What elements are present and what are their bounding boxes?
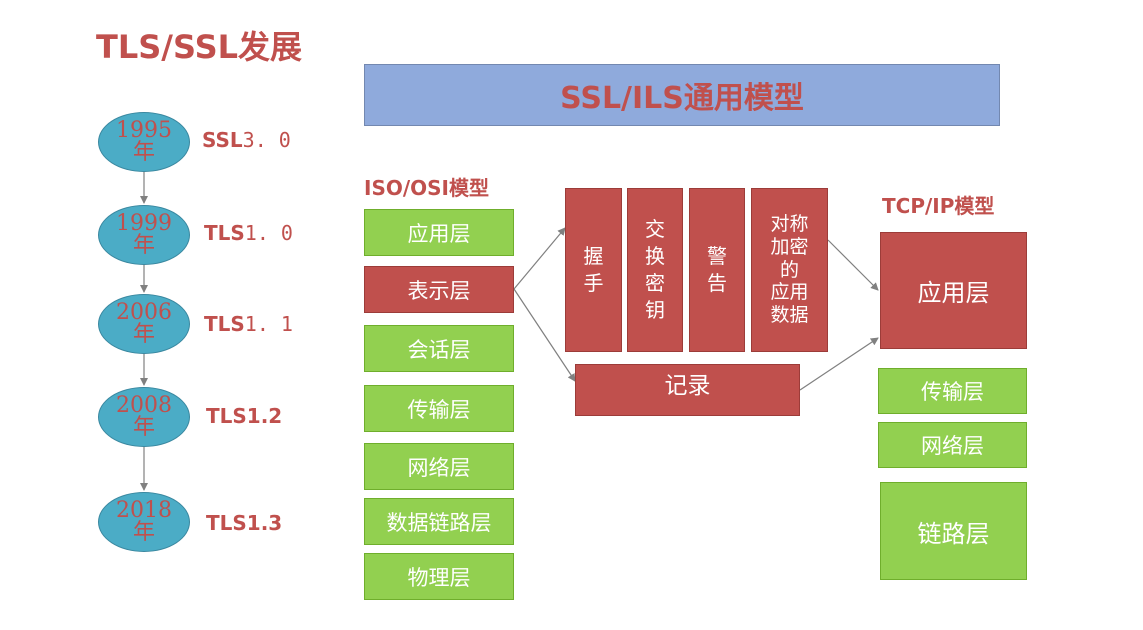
node-unit: 年 (132, 233, 155, 258)
protocol-line: 的 (779, 258, 799, 281)
record-text: 记录 (664, 373, 711, 399)
protocol-line: 应用 (770, 281, 809, 304)
tcpip-layer-link: 链路层 (880, 482, 1027, 580)
version-number: 1. 1 (244, 312, 293, 336)
timeline-node: 1999 年 (98, 205, 190, 265)
osi-layer-application: 应用层 (364, 209, 514, 256)
tcpip-model-label: TCP/IP模型 (882, 194, 995, 218)
osi-model-label: ISO/OSI模型 (364, 176, 489, 200)
protocol-char: 钥 (645, 298, 665, 322)
protocol-char: 警 (707, 244, 727, 268)
protocol-char: 告 (707, 271, 727, 295)
version-label: TLS1.2 (206, 404, 282, 428)
version-prefix: TLS (204, 221, 245, 245)
protocol-line: 加密 (770, 235, 809, 258)
ssl-protocol-alert: 警 告 (689, 188, 745, 352)
osi-layer-physical: 物理层 (364, 553, 514, 600)
osi-layer-transport: 传输层 (364, 385, 514, 432)
page-title: TLS/SSL发展 (96, 28, 303, 66)
tcpip-layer-network: 网络层 (878, 422, 1027, 468)
osi-layer-network: 网络层 (364, 443, 514, 490)
node-unit: 年 (132, 140, 155, 165)
protocol-char: 握 (583, 244, 604, 268)
node-year: 2018 (116, 497, 172, 523)
protocol-line: 对称 (770, 213, 809, 235)
node-year: 1995 (116, 117, 172, 143)
timeline-node: 2018 年 (98, 492, 190, 552)
version-number: 1. 0 (244, 221, 293, 245)
node-unit: 年 (132, 322, 155, 347)
version-prefix: SSL (202, 128, 243, 152)
banner-text: SSL/ILS通用模型 (560, 81, 804, 116)
version-number: 3. 0 (242, 128, 291, 152)
tcpip-layer-transport: 传输层 (878, 368, 1027, 414)
timeline-node: 2006 年 (98, 294, 190, 354)
protocol-line: 数据 (770, 304, 809, 327)
protocol-char: 换 (645, 244, 665, 268)
protocol-char: 密 (645, 271, 665, 295)
version-label: SSL3. 0 (202, 128, 291, 152)
node-unit: 年 (132, 415, 155, 440)
connector-arrow (799, 337, 879, 391)
connector-arrow (827, 239, 879, 291)
version-prefix: TLS1.2 (206, 404, 283, 428)
connector-arrow (513, 227, 566, 290)
protocol-char: 交 (645, 217, 665, 241)
node-year: 2006 (116, 299, 172, 325)
version-prefix: TLS (204, 312, 245, 336)
ssl-record-layer: 记录 (575, 364, 800, 416)
tcpip-layer-application: 应用层 (880, 232, 1027, 349)
timeline-node: 1995 年 (98, 112, 190, 172)
protocol-char: 手 (583, 271, 604, 295)
timeline-node: 2008 年 (98, 387, 190, 447)
version-label: TLS1.3 (206, 511, 282, 535)
node-year: 2008 (116, 392, 172, 418)
version-prefix: TLS1.3 (206, 511, 283, 535)
ssl-protocol-key-exchange: 交 换 密 钥 (627, 188, 683, 352)
osi-layer-session: 会话层 (364, 325, 514, 372)
node-unit: 年 (132, 520, 155, 545)
osi-layer-datalink: 数据链路层 (364, 498, 514, 545)
osi-layer-presentation: 表示层 (364, 266, 514, 313)
version-label: TLS1. 1 (204, 312, 293, 336)
ssl-protocol-application-data: 对称 加密 的 应用 数据 (751, 188, 828, 352)
connector-arrow (513, 288, 576, 382)
node-year: 1999 (116, 210, 172, 236)
version-label: TLS1. 0 (204, 221, 293, 245)
model-banner: SSL/ILS通用模型 (364, 64, 1000, 126)
ssl-protocol-handshake: 握 手 (565, 188, 622, 352)
